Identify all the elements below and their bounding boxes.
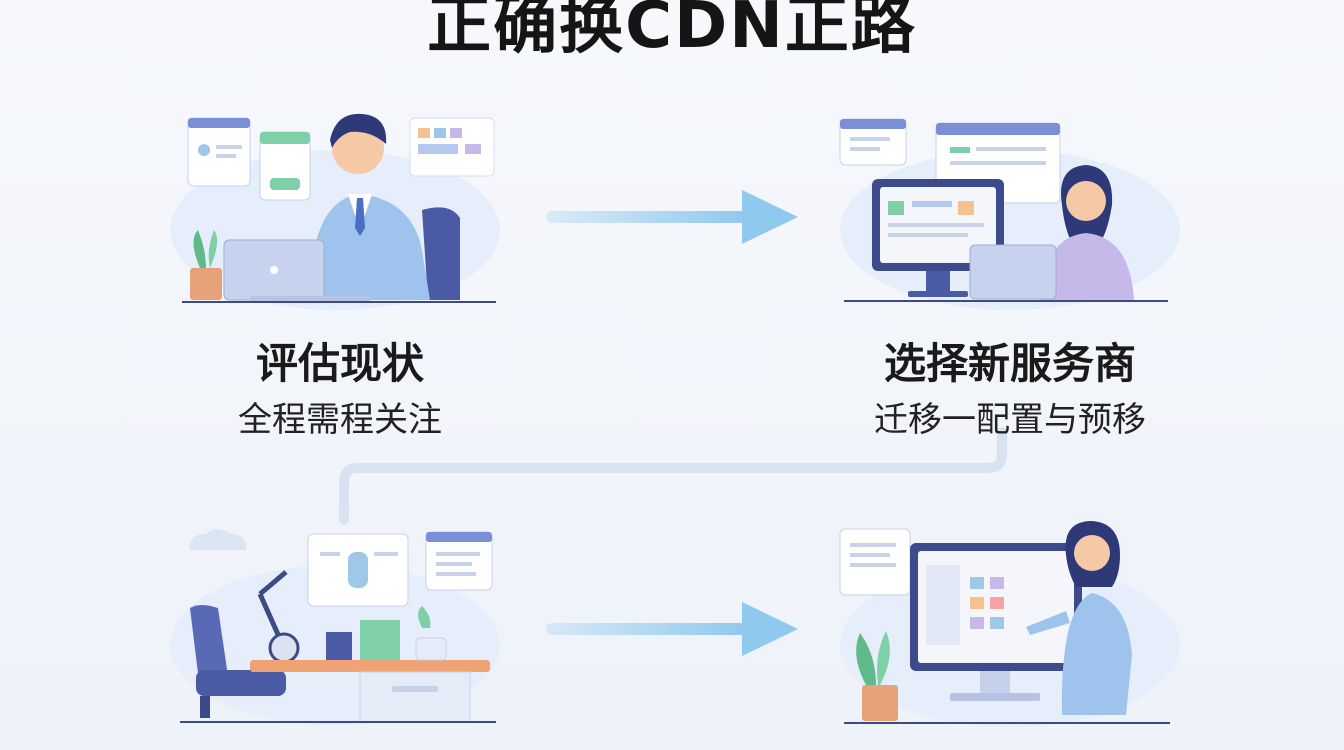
scene-select-provider-illustration [830,105,1180,310]
step-1-subtitle: 全程需程关注 [238,400,442,440]
connector-return-path [339,427,1007,525]
page-title: 正确换CDN正路 [427,0,917,63]
step-1-title: 评估现状 [255,339,424,388]
step-2-subtitle: 迁移一配置与预移 [874,400,1146,440]
step-2-title: 选择新服务商 [883,339,1136,388]
scene-workspace-illustration [160,520,500,730]
scene-assess-illustration [160,90,500,310]
scene-present-illustration [830,515,1180,730]
arrow-right-top [546,190,798,244]
arrow-right-bottom [546,602,798,656]
